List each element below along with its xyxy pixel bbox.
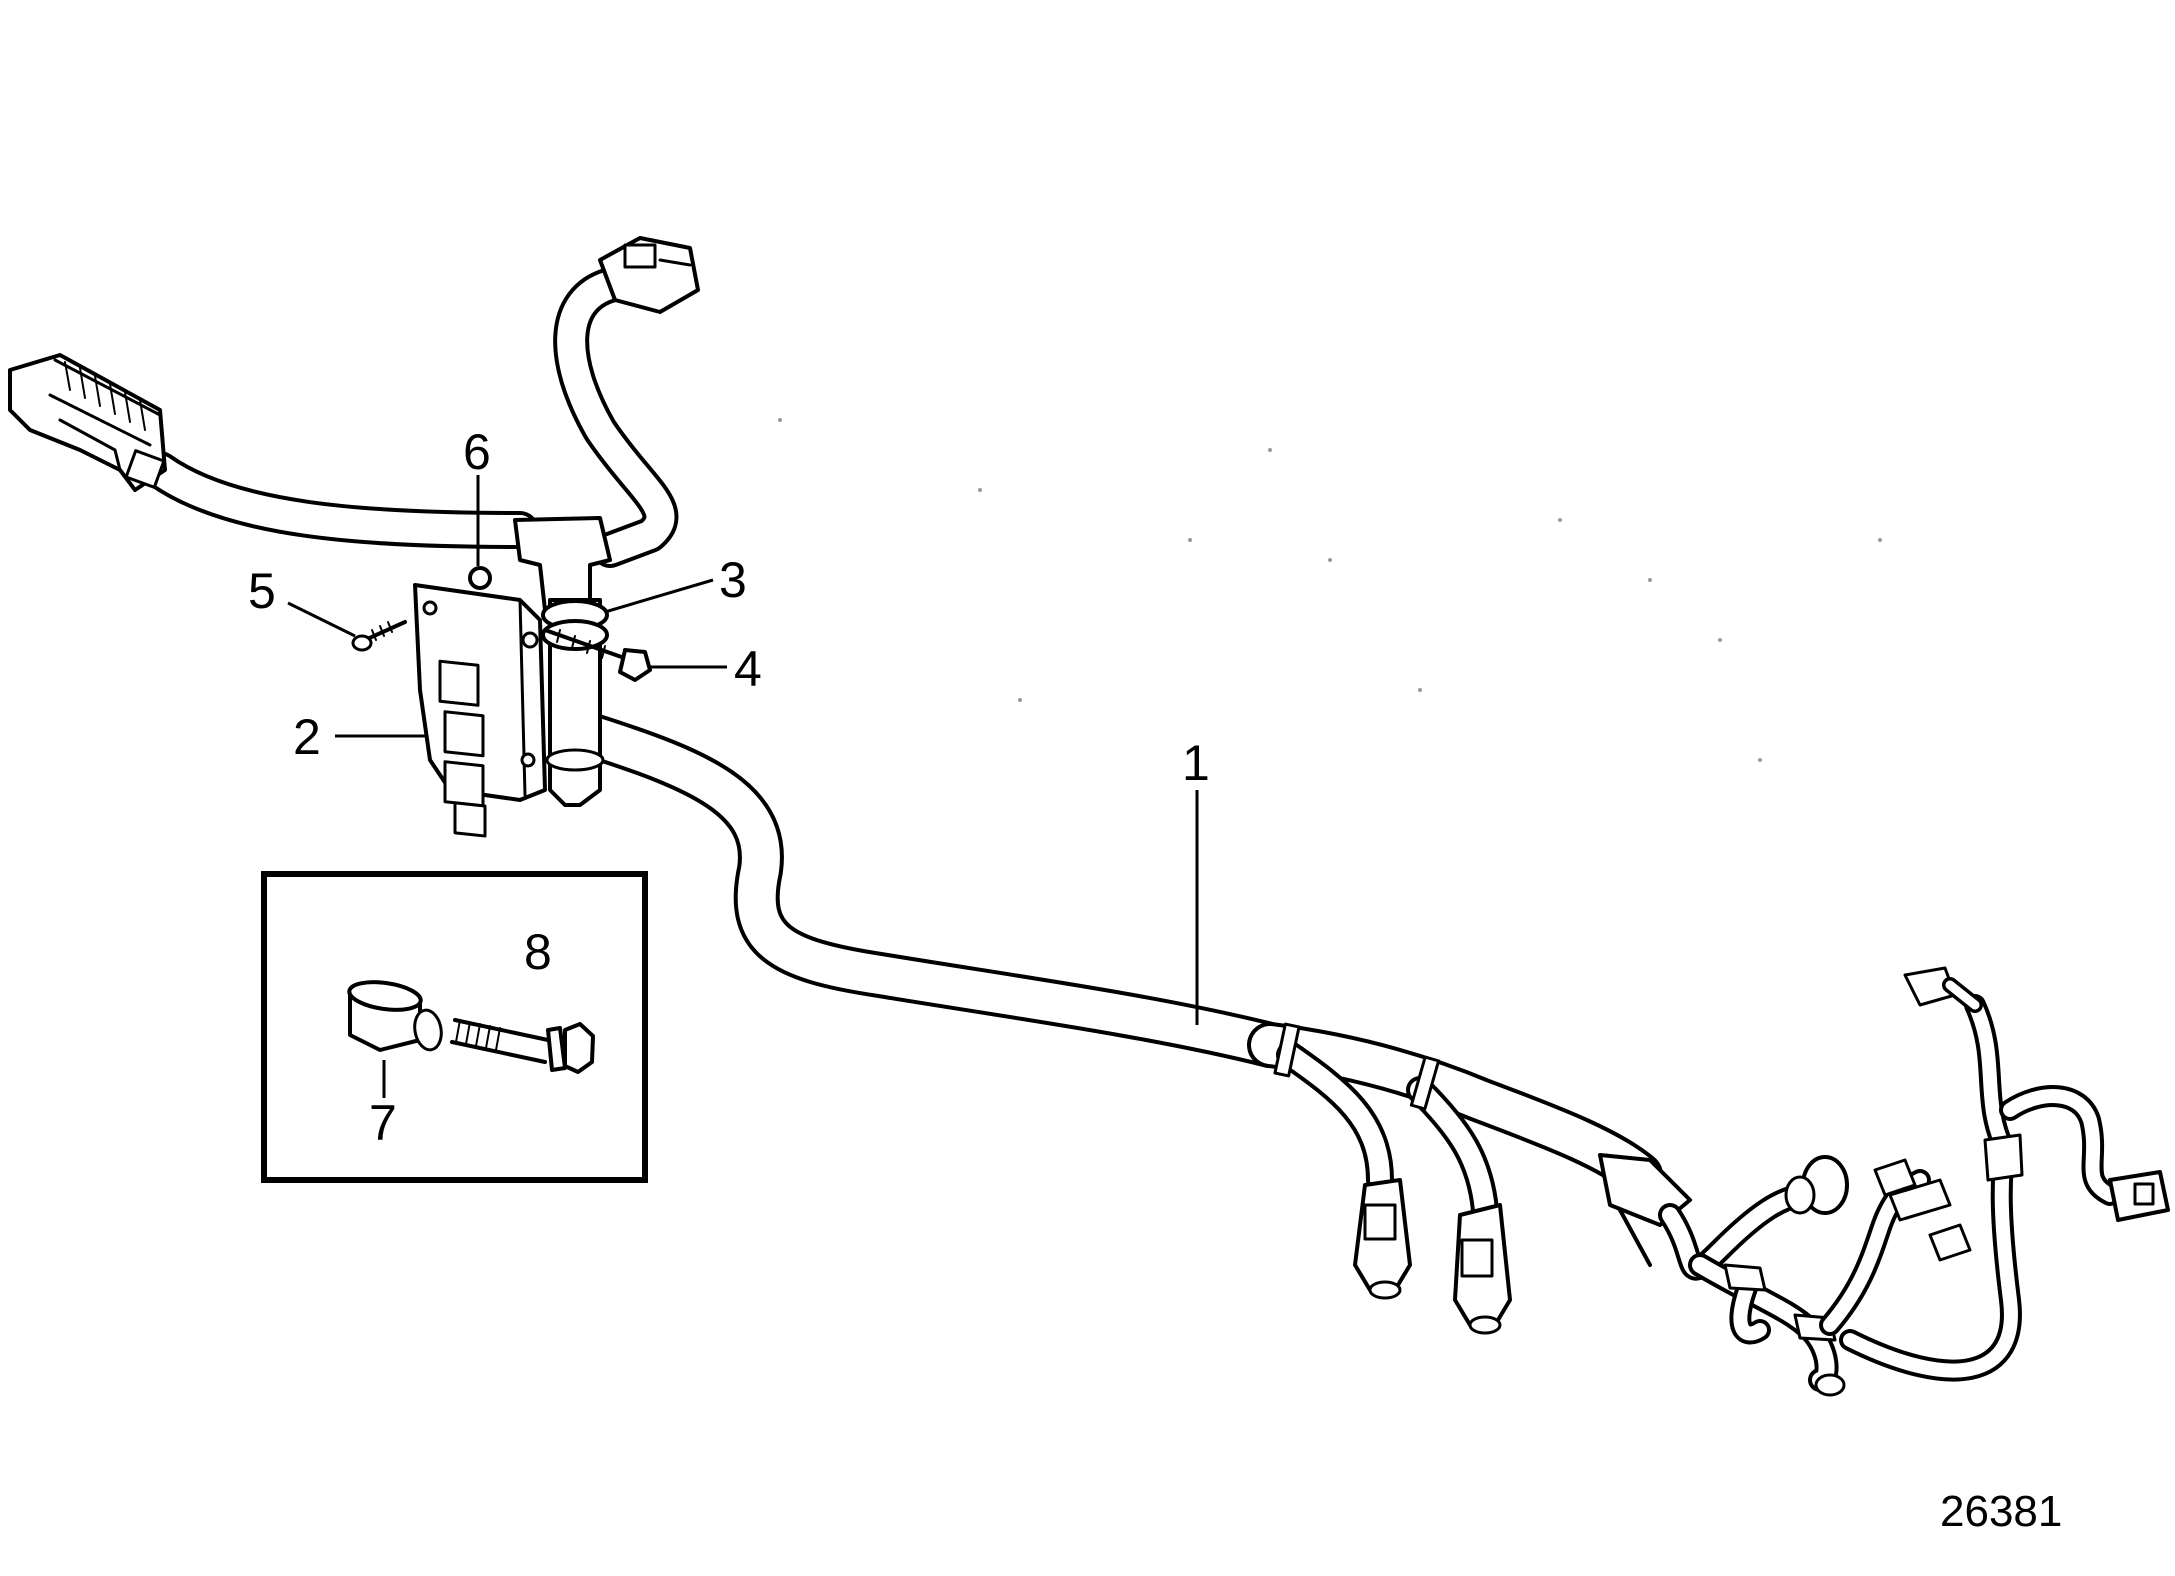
callout-6: 6 [463,424,491,480]
leader-5 [287,601,356,638]
callout-8: 8 [524,924,552,980]
callout-5: 5 [248,563,276,619]
branch-harnesses [1273,966,2170,1397]
callout-3: 3 [719,552,747,608]
callout-labels: 1 2 3 4 5 6 7 8 [248,424,1210,1151]
leader-3 [604,578,714,614]
ecu-connector-branch [8,353,539,549]
inset-frame [261,871,648,1183]
callout-2: 2 [293,709,321,765]
upper-connector-branch [553,236,700,568]
main-harness-trunk [567,712,1663,1198]
harness-t-junction [513,516,612,612]
callout-1: 1 [1182,735,1210,791]
callout-4: 4 [734,641,762,697]
figure-number: 26381 [1940,1487,2062,1536]
junction-block [351,566,652,838]
spacer-bolt-inset [261,871,648,1183]
callout-7: 7 [369,1095,397,1151]
scan-speckles [598,418,1882,762]
